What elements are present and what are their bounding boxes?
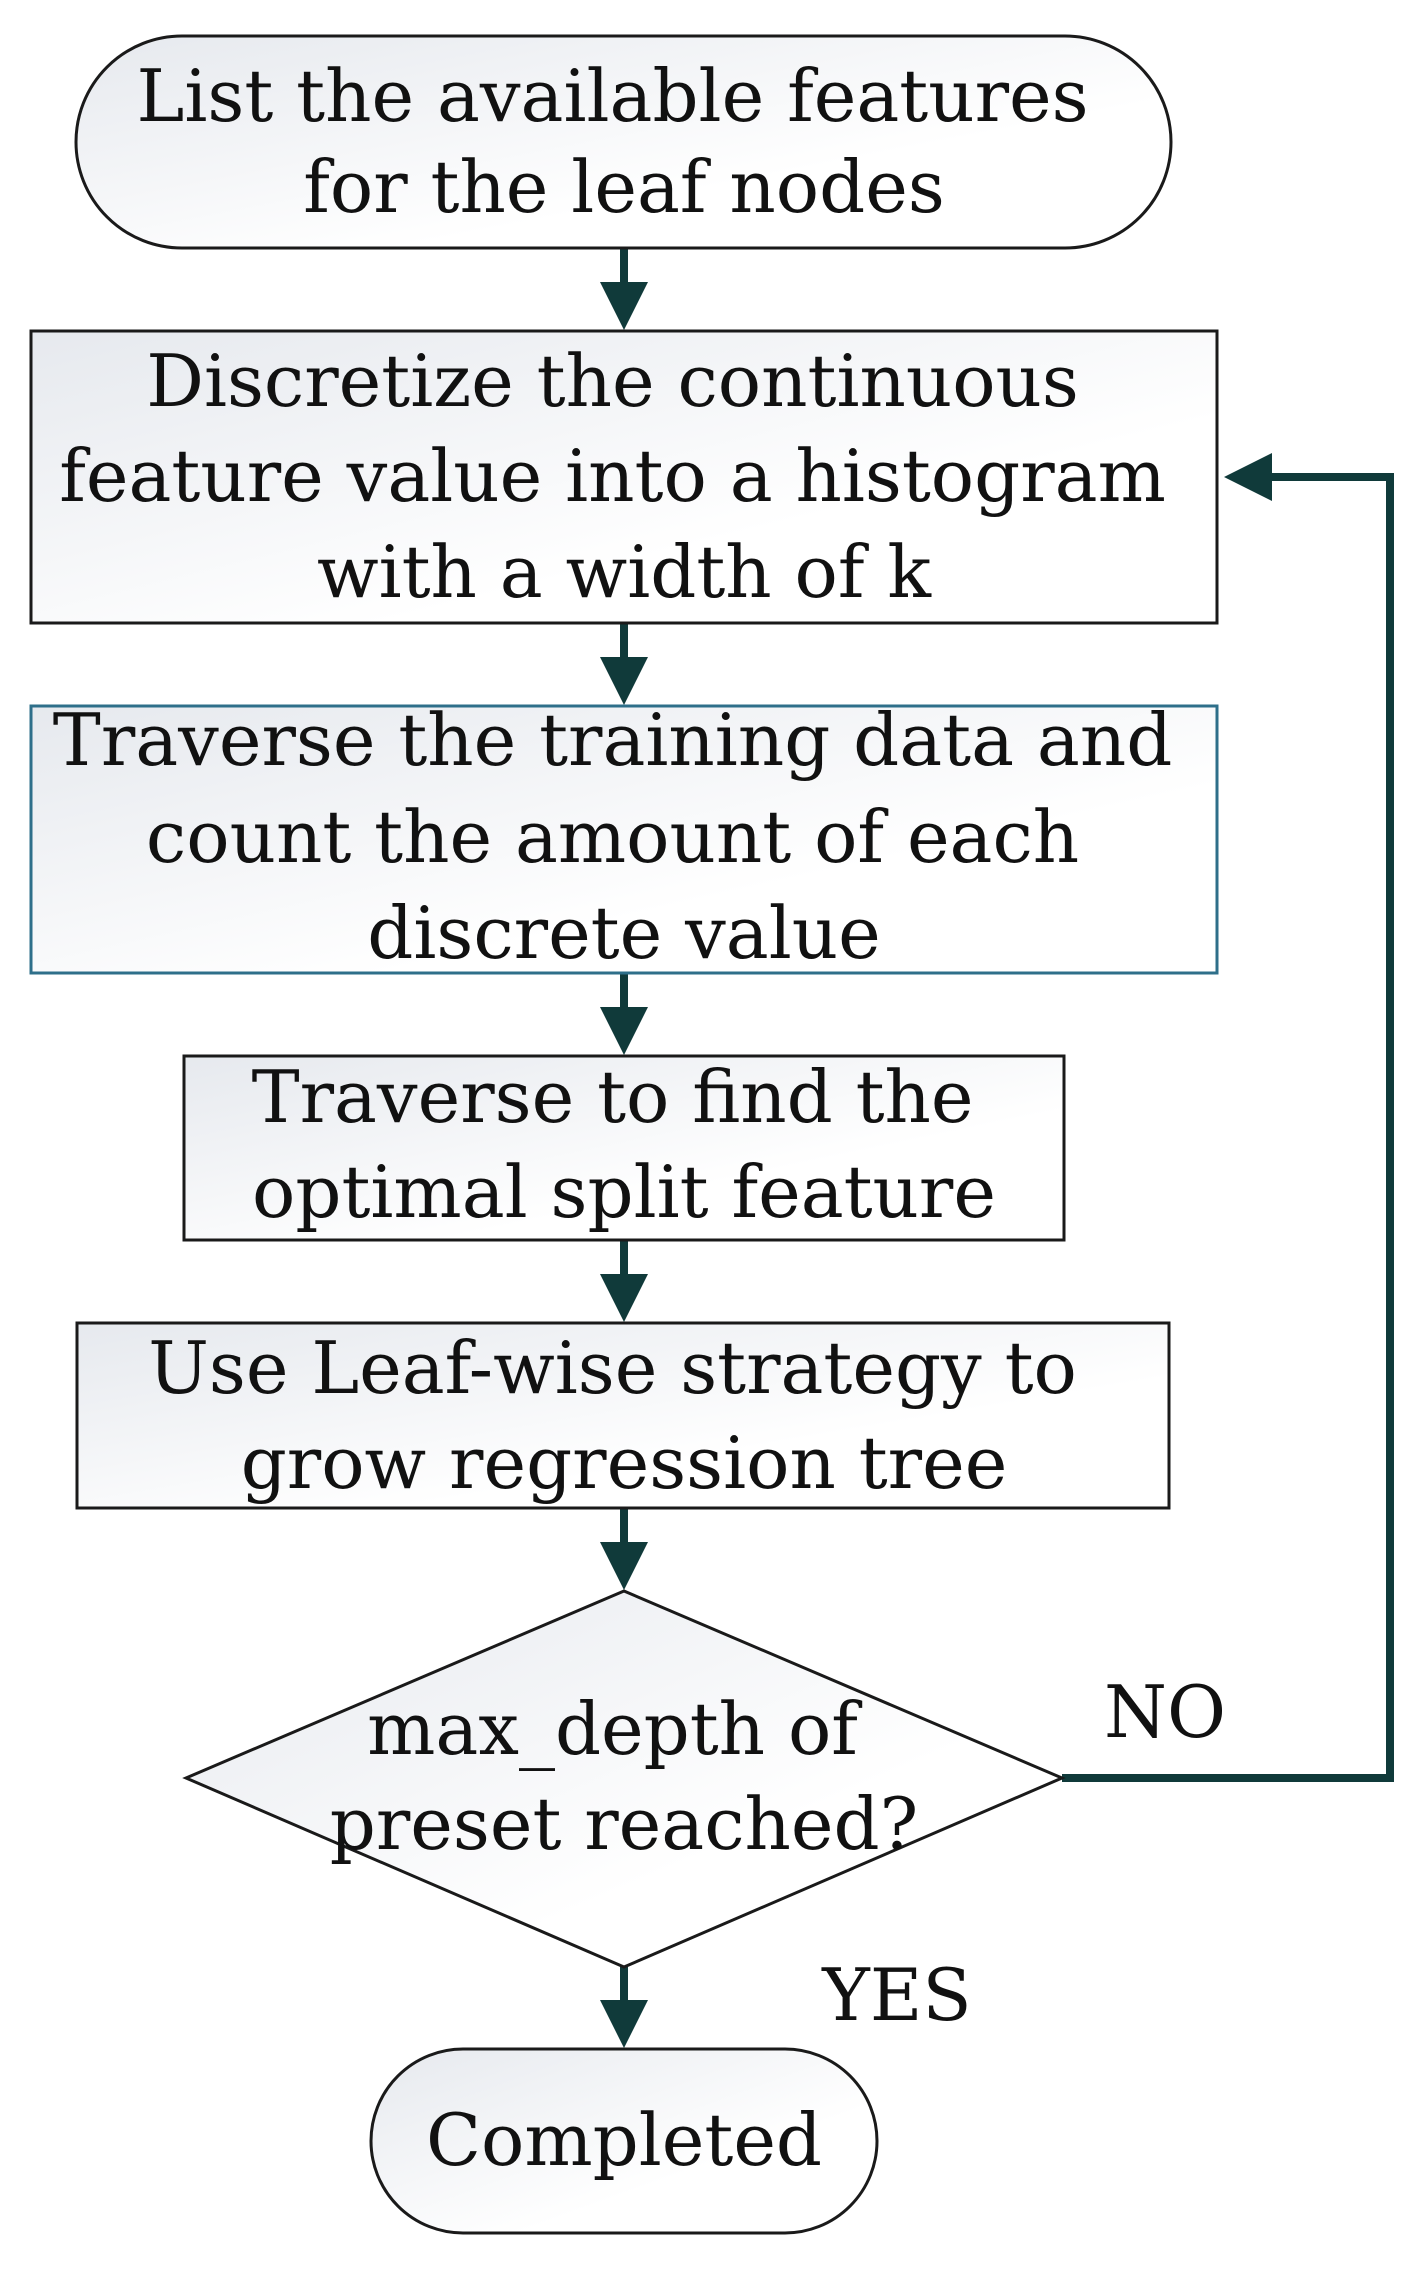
leaf-wise-node: [75, 1321, 1171, 1510]
traverse-data-node-text: Traverse the training data and count the…: [53, 698, 1195, 975]
discretize-line-2: feature value into a histogram: [59, 434, 1166, 518]
arrow-no-loop-back: [1062, 453, 1394, 1782]
yes-label: YES: [821, 1953, 971, 2037]
end-node-text: Completed: [426, 2098, 822, 2182]
find-split-node: [182, 1054, 1066, 1242]
traverse-data-line-2: count the amount of each: [146, 795, 1079, 879]
leaf-wise-line-1: Use Leaf-wise strategy to: [148, 1326, 1077, 1410]
start-line-2: for the leaf nodes: [303, 145, 945, 229]
decision-node: [182, 1589, 1066, 1969]
discretize-node: [29, 329, 1219, 625]
leaf-wise-node-text: Use Leaf-wise strategy to grow regressio…: [148, 1326, 1100, 1505]
start-node-text: List the available features for the leaf…: [137, 54, 1112, 229]
traverse-data-line-1: Traverse the training data and: [53, 698, 1173, 782]
edges: [600, 248, 1394, 2048]
decision-line-1: max_depth of: [367, 1687, 862, 1771]
decision-node-text: max_depth of preset reached?: [330, 1687, 918, 1866]
end-node: [369, 2047, 879, 2235]
leaf-wise-line-2: grow regression tree: [241, 1421, 1008, 1505]
find-split-line-1: Traverse to find the: [252, 1055, 974, 1139]
traverse-data-line-3: discrete value: [367, 891, 880, 975]
no-label: NO: [1104, 1670, 1226, 1754]
start-line-1: List the available features: [137, 54, 1089, 138]
find-split-node-text: Traverse to find the optimal split featu…: [252, 1055, 997, 1234]
start-node: [74, 34, 1173, 250]
decision-line-2: preset reached?: [330, 1782, 918, 1866]
traverse-data-node: [29, 704, 1219, 975]
discretize-node-text: Discretize the continuous feature value …: [59, 339, 1189, 614]
find-split-line-2: optimal split feature: [252, 1150, 996, 1234]
discretize-line-1: Discretize the continuous: [146, 339, 1079, 423]
discretize-line-3: with a width of k: [317, 530, 932, 614]
